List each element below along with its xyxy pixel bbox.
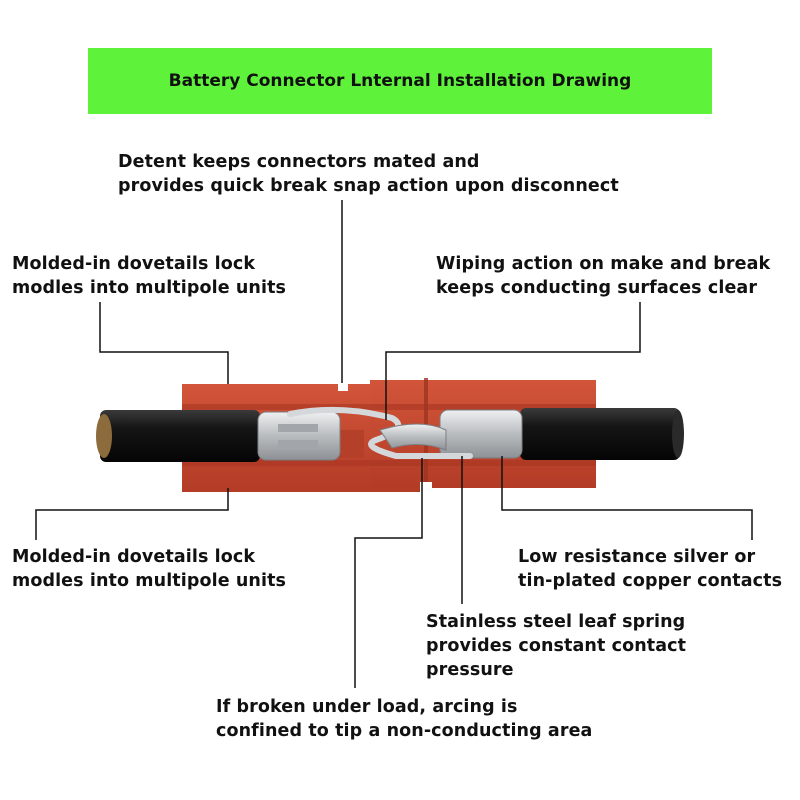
leader-dovetails-top bbox=[99, 302, 229, 384]
left-contact bbox=[257, 411, 341, 461]
right-cable bbox=[520, 408, 680, 460]
callout-leaf-spring: Stainless steel leaf spring provides con… bbox=[426, 612, 687, 680]
leader-arcing bbox=[354, 458, 423, 688]
leader-low-resistance bbox=[501, 456, 753, 540]
cables bbox=[96, 408, 684, 462]
left-cable-strands bbox=[96, 414, 112, 458]
left-cable bbox=[100, 410, 260, 462]
callout-dovetails-bottom: Molded-in dovetails lock modles into mul… bbox=[12, 547, 287, 591]
callout-wiping-action: Wiping action on make and break keeps co… bbox=[436, 254, 771, 298]
callout-arcing: If broken under load, arcing is confined… bbox=[216, 697, 593, 741]
callout-detent: Detent keeps connectors mated and provid… bbox=[118, 152, 619, 196]
right-contact bbox=[439, 409, 523, 459]
leader-lines bbox=[35, 200, 753, 688]
detent-notch bbox=[338, 381, 348, 391]
leader-dovetails-bottom bbox=[35, 488, 229, 540]
diagram-title: Battery Connector Lnternal Installation … bbox=[168, 71, 632, 91]
title-banner: Battery Connector Lnternal Installation … bbox=[88, 48, 712, 114]
callout-low-resistance: Low resistance silver or tin-plated copp… bbox=[518, 547, 783, 591]
leader-wiping bbox=[385, 302, 641, 420]
callout-dovetails-top: Molded-in dovetails lock modles into mul… bbox=[12, 254, 287, 298]
contacts bbox=[257, 406, 523, 461]
